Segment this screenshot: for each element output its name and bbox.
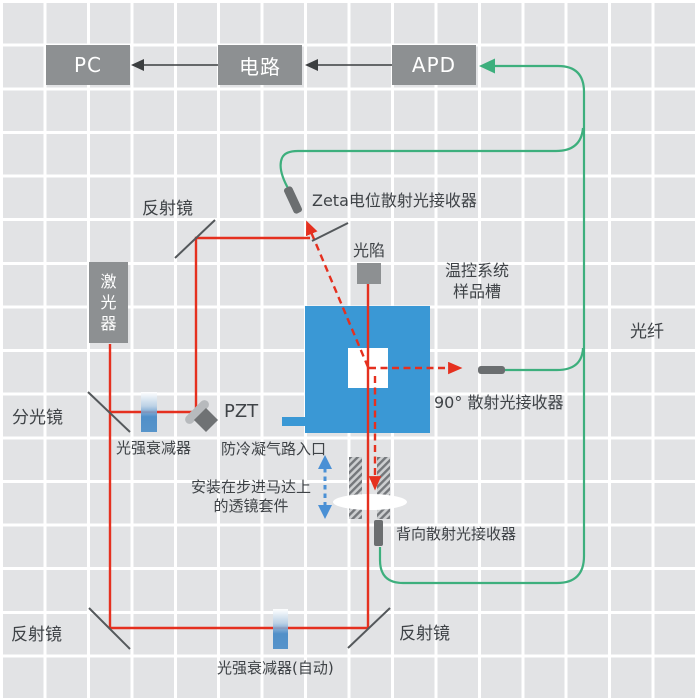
receiver-back-head (374, 520, 383, 546)
pc-box: PC (46, 45, 130, 85)
stepper-lens-label: 安装在步进马达上 的透镜套件 (182, 478, 320, 516)
fiber-to-apd-arrowhead (479, 58, 495, 74)
fiber-zeta-path (279, 127, 585, 191)
mirror-bottom-left (88, 607, 131, 650)
fiber-90deg-path (505, 347, 585, 372)
pzt-mirror-bar (185, 400, 209, 424)
pzt-label: PZT (224, 401, 259, 422)
mirror-top-label: 反射镜 (142, 199, 193, 219)
receiver-90-label: 90° 散射光接收器 (434, 393, 564, 412)
temp-system-label-line1: 温控系统 (444, 261, 509, 280)
attenuator-bar (141, 392, 157, 432)
apd-to-circuit-arrowhead (305, 59, 318, 71)
pzt-mount-diamond (193, 407, 219, 433)
circuit-box: 电路 (218, 45, 302, 85)
laser-box: 激光器 (89, 262, 128, 343)
beam-splitter-label: 分光镜 (12, 408, 63, 428)
gas-inlet-label: 防冷凝气路入口 (221, 440, 327, 458)
temp-system-label-line2: 样品槽 (452, 282, 501, 301)
beam-combiner-mirror (311, 222, 349, 242)
pc-box-label: PC (73, 53, 103, 77)
circuit-to-pc-arrowhead (131, 59, 144, 71)
receiver-90-head (478, 366, 505, 374)
zeta-receiver-head (283, 186, 303, 214)
stepper-lens-label-line1: 安装在步进马达上 (190, 478, 311, 496)
fiber-label: 光纤 (630, 322, 664, 342)
laser-box-label: 激光器 (100, 272, 117, 333)
mirror-top-left (174, 219, 216, 259)
temp-system-label: 温控系统 样品槽 (429, 260, 525, 302)
mirror-bottom-right-label: 反射镜 (399, 624, 450, 644)
beam-splitter-mirror (87, 391, 131, 433)
apd-box: APD (392, 45, 476, 85)
circuit-box-label: 电路 (239, 54, 281, 79)
receiver-back-label: 背向散射光接收器 (396, 525, 517, 543)
gas-inlet-port (282, 417, 306, 426)
light-trap-block (357, 263, 381, 284)
attenuator-auto-bar (273, 609, 288, 649)
mirror-bottom-right (347, 607, 391, 649)
light-trap-label: 光陷 (352, 241, 385, 260)
stepper-travel-down-arrowhead (318, 505, 332, 519)
apd-box-label: APD (411, 53, 457, 77)
stepper-travel-up-arrowhead (318, 455, 332, 469)
attenuator-label: 光强衰减器 (116, 439, 192, 457)
fiber-trunk-path (378, 64, 586, 585)
mirror-bottom-left-label: 反射镜 (11, 625, 62, 645)
zeta-receiver-label: Zeta电位散射光接收器 (312, 191, 477, 210)
stepper-lens-label-line2: 的透镜套件 (213, 497, 289, 515)
forward-scatter-arrow (305, 220, 370, 368)
attenuator-auto-label: 光强衰减器(自动) (217, 659, 334, 677)
lens-ellipse (333, 494, 407, 510)
